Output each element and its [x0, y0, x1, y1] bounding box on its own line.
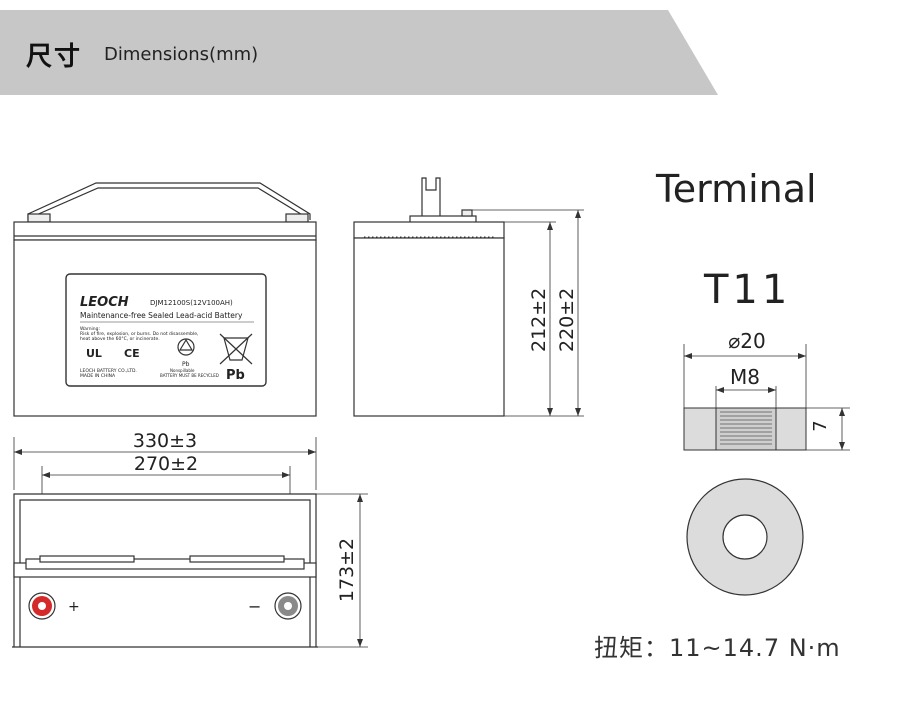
- page-title-en: Dimensions(mm): [104, 44, 259, 65]
- terminal-thickness: 7: [810, 420, 831, 431]
- terminal-diameter: ⌀20: [728, 329, 766, 353]
- plus-sign: +: [68, 599, 80, 615]
- maker-text-1: LEOCH BATTERY CO.,LTD.: [80, 368, 137, 374]
- header-banner: [0, 10, 718, 95]
- terminal-side-view: [683, 344, 850, 451]
- description-text: Maintenance-free Sealed Lead-acid Batter…: [80, 311, 243, 320]
- pb-mark: Pb: [226, 368, 245, 383]
- terminal-thread: M8: [730, 365, 760, 389]
- minus-sign: −: [248, 597, 261, 616]
- warning-text-2: Risk of fire, explosion, or burns. Do no…: [80, 331, 198, 337]
- terminal-top-view: [686, 478, 804, 596]
- negative-terminal-icon: [274, 592, 302, 620]
- page-title-cn: 尺寸: [26, 42, 83, 72]
- banner-shape: [0, 10, 718, 95]
- dim-height-body: 212±2: [528, 288, 550, 352]
- dim-height-total: 220±2: [556, 288, 578, 352]
- battery-front-view: [13, 182, 317, 417]
- crossed-bin-icon: [219, 333, 253, 365]
- model-text: DJM12100S(12V100AH): [150, 299, 233, 307]
- recycle-icon: [177, 338, 195, 356]
- warning-text-1: Warning:: [80, 326, 100, 332]
- ce-mark-icon: CE: [124, 347, 140, 360]
- dim-length-total: 330±3: [133, 430, 197, 452]
- maker-text-2: MADE IN CHINA: [80, 373, 116, 379]
- warning-text-3: heat above the 60°C, or incinerate.: [80, 336, 160, 342]
- terminal-title: Terminal: [655, 167, 817, 211]
- brand-logo: LEOCH: [80, 295, 129, 310]
- dim-length-inner: 270±2: [134, 453, 198, 475]
- recycle-text-2: BATTERY MUST BE RECYCLED: [160, 373, 219, 378]
- battery-side-view: [353, 177, 584, 417]
- dimension-drawing: LEOCH DJM12100S(12V100AH) Maintenance-fr…: [12, 167, 850, 648]
- recycle-text-1: Nonspillable: [170, 368, 195, 373]
- terminal-type: T11: [703, 267, 791, 313]
- ul-mark-icon: UL: [86, 347, 102, 360]
- battery-top-view: [12, 437, 368, 648]
- dim-width: 173±2: [336, 538, 358, 602]
- torque-spec: 扭矩：11~14.7 N·m: [594, 634, 841, 662]
- recycle-label: Pb: [182, 361, 190, 368]
- battery-label: LEOCH DJM12100S(12V100AH) Maintenance-fr…: [80, 295, 254, 383]
- positive-terminal-icon: [28, 592, 56, 620]
